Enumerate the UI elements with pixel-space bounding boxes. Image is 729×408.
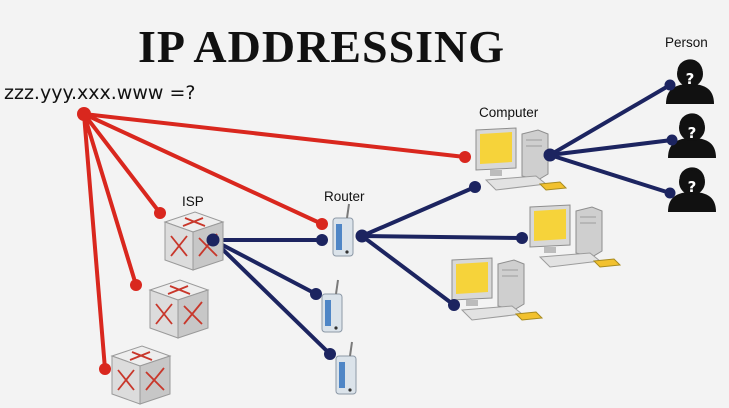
- computer-to-person-3-line: [548, 153, 672, 195]
- computer-label: Computer: [479, 105, 539, 120]
- router-to-computer-3-line: [360, 234, 456, 307]
- router-icon: [335, 341, 357, 395]
- red-dots: [77, 107, 471, 375]
- router-to-computer-2-line: [360, 234, 524, 240]
- red-line-to-computer: [82, 112, 467, 159]
- router-icon: [321, 279, 343, 333]
- person-1: ?: [664, 59, 716, 106]
- person-badge: ?: [688, 124, 697, 142]
- person-3: ?: [666, 167, 718, 214]
- red-line-to-isp-2: [82, 112, 138, 287]
- red-line-to-isp-3: [82, 112, 107, 371]
- computer-icon: [451, 257, 543, 321]
- isp-to-router-2-line: [211, 238, 318, 296]
- switch-icon: [111, 345, 171, 405]
- navy-dots: [206, 79, 678, 360]
- switch-icon: [149, 279, 209, 339]
- red-connections: [82, 112, 467, 371]
- person-label: Person: [665, 35, 708, 50]
- navy-connections: [211, 83, 674, 356]
- isp-label: ISP: [182, 194, 204, 209]
- red-line-to-isp-1: [82, 112, 162, 215]
- computer-icon: [529, 204, 621, 268]
- diagram-title: IP ADDRESSING: [138, 21, 505, 72]
- isp-to-router-3-line: [211, 238, 332, 356]
- red-line-to-router: [82, 112, 324, 226]
- router-icon: [332, 203, 354, 257]
- router-label: Router: [324, 189, 365, 204]
- computer-to-person-2-line: [548, 138, 674, 157]
- router-to-computer-1-line: [360, 185, 477, 238]
- person-2: ?: [666, 113, 718, 160]
- computer-to-person-1-line: [548, 83, 672, 157]
- person-badge: ?: [686, 70, 695, 88]
- ip-address-format: zzz.yyy.xxx.www =?: [4, 82, 195, 104]
- person-badge: ?: [688, 178, 697, 196]
